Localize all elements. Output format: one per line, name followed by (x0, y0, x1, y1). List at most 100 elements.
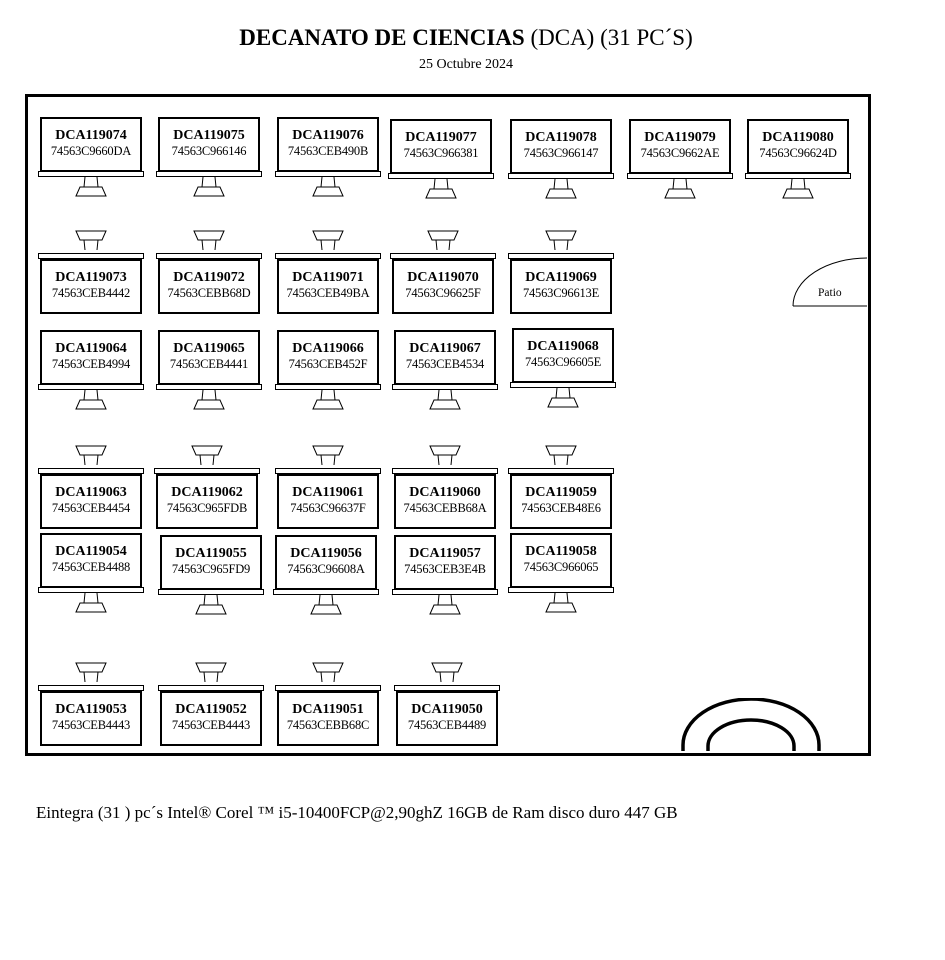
equipment-note: Eintegra (31 ) pc´s Intel® Corel ™ i5-10… (36, 803, 678, 822)
patio-label: Patio (818, 287, 842, 299)
computer-name: DCA119063 (55, 485, 127, 500)
computer-name: DCA119062 (171, 485, 243, 500)
computer-serial: 74563CEB49BA (286, 286, 370, 300)
computer-serial: 74563CEB4454 (51, 501, 131, 515)
computer-name: DCA119065 (173, 341, 245, 356)
monitor-stand-icon (70, 230, 112, 251)
monitor-stand-icon (307, 230, 349, 251)
computer-serial: 74563CEB4994 (51, 357, 131, 371)
computer-name: DCA119074 (55, 128, 127, 143)
computer-name: DCA119068 (527, 339, 599, 354)
monitor-stand-icon (307, 445, 349, 466)
computer-name: DCA119080 (762, 130, 834, 145)
monitor-stand-icon (424, 594, 466, 615)
monitor-stand-icon (70, 176, 112, 197)
computer-name: DCA119078 (525, 130, 597, 145)
computer-serial: 74563CEB48E6 (521, 501, 601, 515)
computer-serial: 74563CEB4534 (405, 357, 485, 371)
desk (158, 589, 264, 595)
computer-name: DCA119060 (409, 485, 481, 500)
computer-serial: 74563CEBB68D (167, 286, 251, 300)
monitor-stand-icon (307, 662, 349, 683)
desk (510, 382, 616, 388)
computer-name: DCA119054 (55, 544, 127, 559)
computer-name: DCA119058 (525, 544, 597, 559)
computer-name: DCA119073 (55, 270, 127, 285)
computer-serial: 74563CEB4443 (51, 718, 131, 732)
computer-serial: 74563C966381 (403, 146, 479, 160)
monitor-stand-icon (188, 389, 230, 410)
monitor-stand-icon (70, 445, 112, 466)
computer-name: DCA119079 (644, 130, 716, 145)
computer-serial: 74563CEB4441 (169, 357, 249, 371)
desk (38, 685, 144, 691)
desk (275, 171, 381, 177)
monitor-stand-icon (190, 594, 232, 615)
computer-serial: 74563CEB4489 (407, 718, 487, 732)
computer-name: DCA119075 (173, 128, 245, 143)
monitor-stand-icon (305, 594, 347, 615)
computer-name: DCA119055 (175, 546, 247, 561)
computer-name: DCA119053 (55, 702, 127, 717)
computer-name: DCA119071 (292, 270, 364, 285)
desk (38, 468, 144, 474)
computer-serial: 74563CEB3E4B (404, 562, 486, 576)
computer-serial: 74563CEB490B (287, 144, 369, 158)
desk (392, 468, 498, 474)
desk (390, 253, 496, 259)
computer-name: DCA119056 (290, 546, 362, 561)
computer-serial: 74563C966146 (171, 144, 247, 158)
desk (627, 173, 733, 179)
computer-name: DCA119061 (292, 485, 364, 500)
desk (38, 171, 144, 177)
desk (394, 685, 500, 691)
monitor-stand-icon (777, 178, 819, 199)
computer-serial: 74563C96605E (524, 355, 602, 369)
desk (275, 685, 381, 691)
computer-name: DCA119067 (409, 341, 481, 356)
computer-serial: 74563C96625F (405, 286, 481, 300)
desk (38, 587, 144, 593)
monitor-stand-icon (540, 178, 582, 199)
computer-name: DCA119070 (407, 270, 479, 285)
computer-serial: 74563CEBB68C (286, 718, 370, 732)
desk (275, 253, 381, 259)
desk (154, 468, 260, 474)
computer-serial: 74563C966147 (523, 146, 599, 160)
arch-entrance-icon (681, 698, 821, 751)
